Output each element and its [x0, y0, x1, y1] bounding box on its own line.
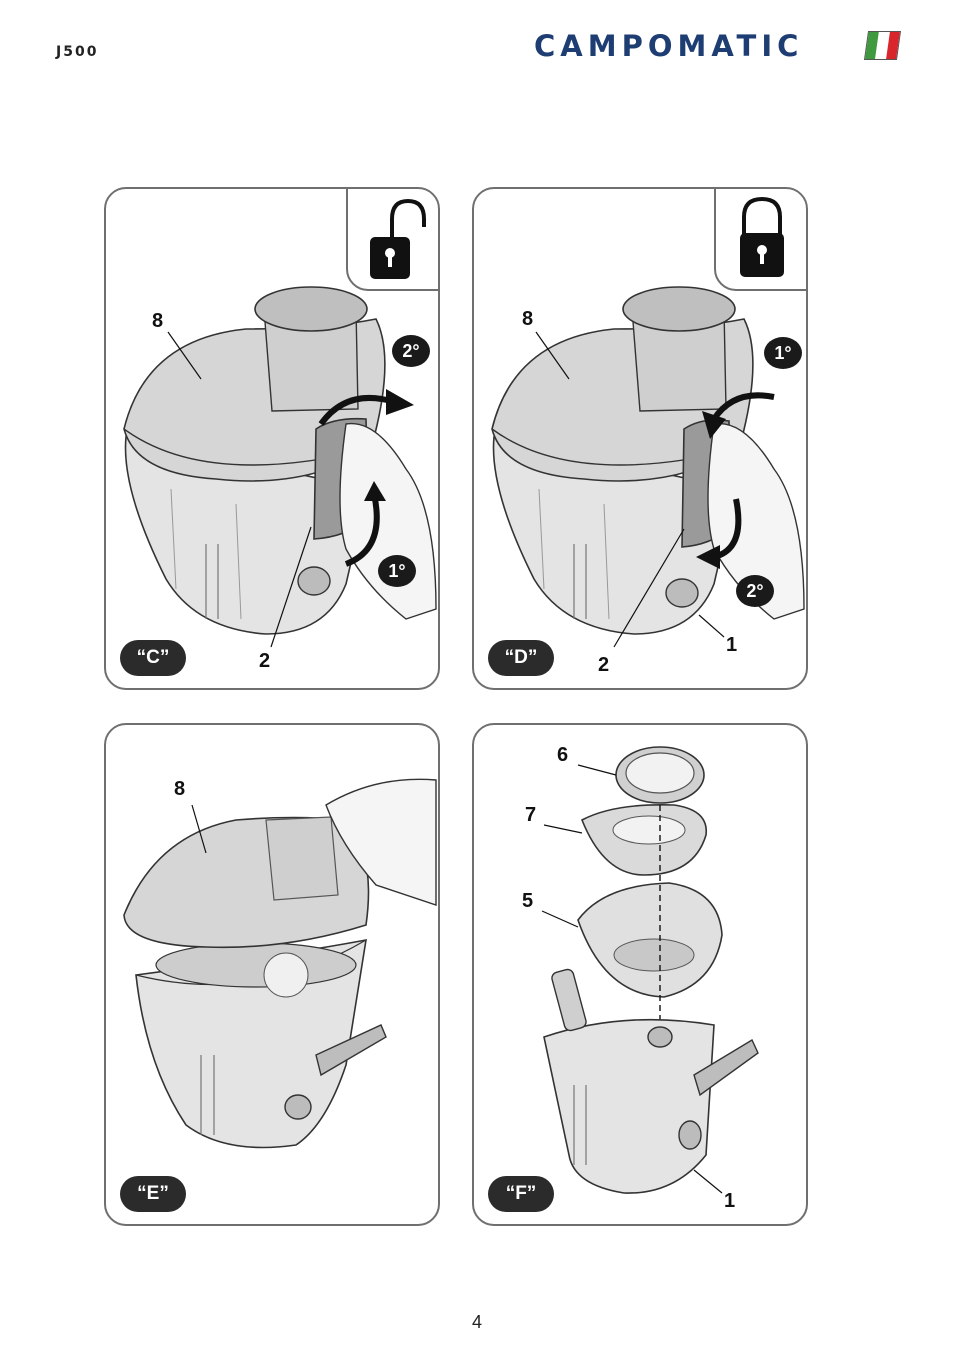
- step-badge-second: 2°: [392, 335, 430, 367]
- callout-pulp-container: 7: [525, 804, 537, 826]
- callout-lid: 8: [522, 308, 534, 330]
- step-badge-first: 1°: [764, 337, 802, 369]
- callout-filter-basket: 6: [557, 744, 569, 766]
- lock-indicator-box: [346, 189, 438, 291]
- lock-indicator-box: [714, 189, 806, 291]
- model-code: J500: [56, 44, 99, 60]
- brand-logo: CAMPOMATIC: [534, 28, 902, 64]
- juicer-lock-illustration: [491, 286, 805, 648]
- figure-panel-e: 8 “E”: [104, 723, 440, 1226]
- panel-label: “E”: [120, 1176, 186, 1212]
- callout-base: 1: [726, 634, 738, 656]
- callout-lid: 8: [174, 778, 186, 800]
- callout-lid: 8: [152, 310, 164, 332]
- figure-panel-f: 6 7 5 1 “F”: [472, 723, 808, 1226]
- panel-label: “C”: [120, 640, 186, 676]
- juicer-exploded-view-illustration: [541, 746, 759, 1194]
- callout-lock-arm: 2: [259, 650, 271, 672]
- page-number: 4: [471, 1312, 482, 1332]
- juicer-lid-removal-illustration: [123, 778, 437, 1149]
- locked-padlock-icon: [740, 196, 784, 277]
- callout-lock-arm: 2: [598, 654, 610, 676]
- panel-label: “D”: [488, 640, 554, 676]
- figure-panel-c: 8 2 2° 1° “C”: [104, 187, 440, 690]
- unlocked-padlock-icon: [370, 198, 426, 279]
- callout-base: 1: [724, 1190, 736, 1212]
- panel-label: “F”: [488, 1176, 554, 1212]
- callout-juice-collector: 5: [522, 890, 534, 912]
- brand-name: CAMPOMATIC: [534, 29, 804, 63]
- step-badge-second: 2°: [736, 575, 774, 607]
- italian-flag-icon: [863, 31, 902, 60]
- figure-panel-d: 8 2 1 1° 2° “D”: [472, 187, 808, 690]
- step-badge-first: 1°: [378, 555, 416, 587]
